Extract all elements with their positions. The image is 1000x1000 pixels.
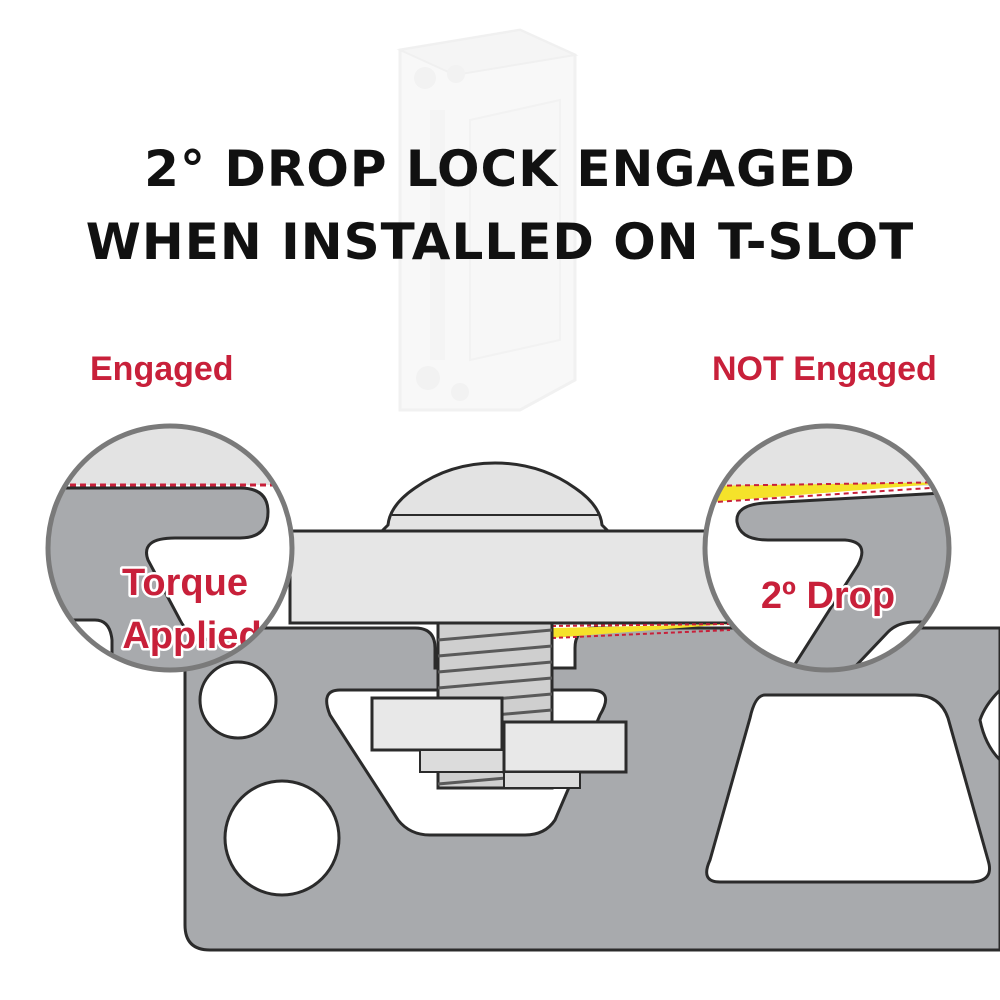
drop-gap-highlight	[552, 624, 730, 638]
background-extrusion-image	[396, 28, 579, 412]
headline-line-1: 2° DROP LOCK ENGAGED	[144, 140, 856, 198]
t-nut	[370, 696, 628, 789]
headline-line-2: WHEN INSTALLED ON T-SLOT	[85, 213, 915, 271]
profile-hole-upper-left	[198, 660, 278, 740]
button-head-screw	[378, 461, 612, 533]
profile-cavity-right	[705, 693, 991, 884]
bracket-plate	[288, 529, 732, 625]
profile-cavity-edge	[978, 687, 1000, 763]
magnifier-not-engaged: 2º Drop	[702, 423, 952, 673]
not-engaged-label: NOT Engaged	[712, 350, 937, 388]
torque-applied-line1: Torque	[122, 562, 248, 604]
engaged-label: Engaged	[90, 350, 234, 388]
two-degree-drop-label: 2º Drop	[761, 575, 895, 617]
profile-hole-lower-left	[223, 779, 341, 897]
t-slot-profile	[183, 626, 1000, 952]
